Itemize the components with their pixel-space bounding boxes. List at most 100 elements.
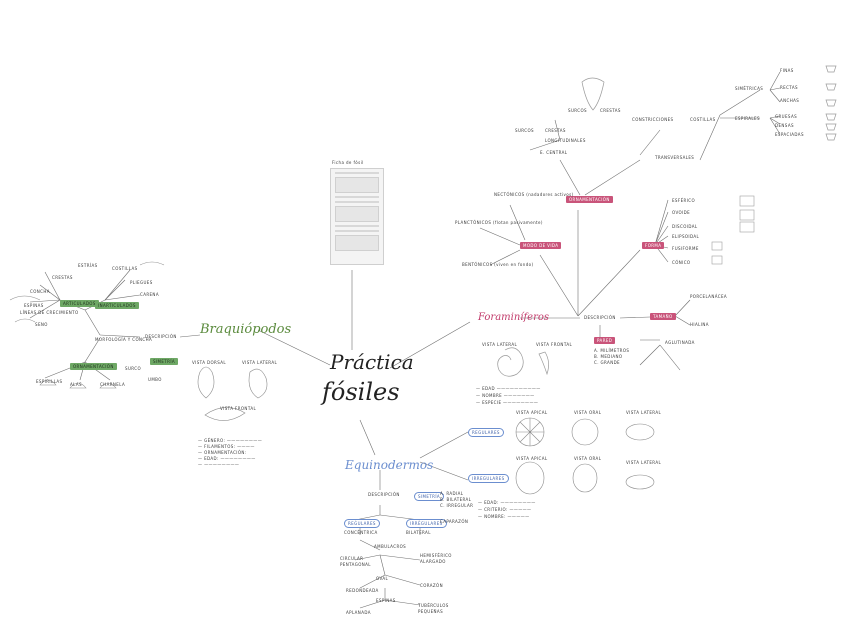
- foram-costilla-item: ANCHAS: [780, 98, 800, 103]
- braq-tag-ornamentacion: ORNAMENTACIÓN: [70, 363, 117, 370]
- sheet-caption-top: Ficha de fósil: [332, 160, 364, 165]
- equi-vista: VISTA ORAL: [574, 456, 602, 461]
- braq-bottom-label: ALAS: [70, 382, 82, 387]
- equi-tree-item: IRREGULARES: [406, 519, 447, 528]
- branch-foraminiferos: Foraminíferos: [478, 312, 550, 323]
- foram-tag-pared: PARED: [594, 337, 616, 344]
- equi-note: — EDAD: ————————: [478, 500, 536, 505]
- braq-label: CONCHA: [30, 289, 50, 294]
- foram-costilla-item: GRUESAS: [775, 114, 798, 119]
- foram-tag-ornamentacion: ORNAMENTACIÓN: [566, 196, 613, 203]
- equi-sim-item: A. RADIAL: [440, 491, 464, 496]
- foram-tamano-item: A. MILÍMETROS: [594, 348, 630, 353]
- foram-spiral-drawing: [497, 347, 524, 377]
- braq-tag-articulados: ARTICULADOS: [60, 300, 99, 307]
- foram-forma-item: FUSIFORME: [672, 246, 699, 251]
- foram-modo-item: NECTÓNICOS (nadadores activos): [494, 192, 574, 197]
- braq-label: ESTRÍAS: [78, 263, 98, 268]
- equi-tree-item: ESPINAS: [376, 598, 396, 603]
- equi-tree-item: CIRCULAR: [340, 556, 364, 561]
- braq-label: PLIEGUES: [130, 280, 153, 285]
- braq-lateral-drawing: [248, 368, 268, 399]
- foram-note: — ESPECIE ————————: [476, 400, 539, 405]
- equi-tree-item: OVAL: [376, 576, 389, 581]
- branch-braquiopodos: Braquiópodos: [200, 322, 292, 337]
- equi-tree-item: PENTAGONAL: [340, 562, 371, 567]
- equi-vista: VISTA LATERAL: [626, 460, 662, 465]
- braq-label: CARENA: [140, 292, 159, 297]
- braq-label: LÍNEAS DE CRECIMIENTO: [20, 310, 79, 315]
- foram-costilla-item: SIMÉTRICAS: [735, 86, 764, 91]
- foram-vista-lateral: VISTA LATERAL: [482, 342, 518, 347]
- center-title-line1: Práctica: [330, 350, 414, 374]
- equi-irregular-lateral-drawing: [625, 474, 655, 490]
- braq-tag-inarticulados: INARTICULADOS: [95, 302, 139, 309]
- foram-forma-item: DISCOIDAL: [672, 224, 698, 229]
- equi-vista: VISTA ORAL: [574, 410, 602, 415]
- braq-note: — ORNAMENTACIÓN:: [198, 450, 247, 455]
- equi-regular-oral-drawing: [571, 418, 599, 446]
- equi-tree-item: CAPARAZÓN: [440, 519, 469, 524]
- foram-costilla-item: FINAS: [780, 68, 794, 73]
- fossil-sheet-thumbnail[interactable]: [330, 168, 384, 265]
- link-center-equi: [359, 419, 376, 456]
- foram-tag-tamano: TAMAÑO: [650, 313, 676, 320]
- equi-note: — CRITERIO: —————: [478, 507, 532, 512]
- center-title-line2: fósiles: [322, 378, 400, 406]
- foram-modo-item: PLANCTÓNICOS (flotan pasivamente): [455, 220, 543, 225]
- foram-note: — EDAD ——————————: [476, 386, 541, 391]
- equi-tree-item: PEQUEÑAS: [418, 609, 444, 614]
- braq-vista-dorsal: VISTA DORSAL: [192, 360, 226, 365]
- foram-costilla-item: ESPIRALES: [735, 116, 760, 121]
- foram-tamano-item: C. GRANDE: [594, 360, 620, 365]
- equi-tag-regulares: REGULARES: [468, 428, 504, 437]
- foram-orn-item: SURCOS: [515, 128, 534, 133]
- foram-forma-item: ESFÉRICO: [672, 198, 695, 203]
- braq-label: ESPINAS: [24, 303, 44, 308]
- foram-forma-item: OVOIDE: [672, 210, 691, 215]
- braq-note: — FILAMENTOS: ————: [198, 444, 255, 449]
- equi-regular-lateral-drawing: [625, 423, 655, 441]
- braq-tag-simetria: SIMETRÍA: [150, 358, 179, 365]
- equi-tag-simetria: SIMETRÍA: [414, 492, 445, 501]
- braq-bottom-label: CHARNELA: [100, 382, 126, 387]
- equi-tree-item: REDONDEADA: [346, 588, 379, 593]
- foram-forma-item: CÓNICO: [672, 260, 691, 265]
- equi-sim-item: C. IRREGULAR: [440, 503, 474, 508]
- link-center-foram: [389, 321, 471, 369]
- foram-pared-item: PORCELANÁCEA: [690, 294, 728, 299]
- equi-tree-item: CONCÉNTRICA: [344, 530, 378, 535]
- foram-orn-item: TRANSVERSALES: [655, 155, 695, 160]
- braq-vista-lateral: VISTA LATERAL: [242, 360, 278, 365]
- foram-orn-item: SURCOS: [568, 108, 587, 113]
- equi-irregular-oral-drawing: [572, 463, 598, 493]
- foram-costilla-item: ESPACIADAS: [775, 132, 804, 137]
- foram-orn-item: CRESTAS: [545, 128, 566, 133]
- braq-vista-frontal: VISTA FRONTAL: [220, 406, 257, 411]
- foram-modo-item: BENTÓNICOS (viven en fondo): [462, 262, 534, 267]
- foram-chamber-drawing: [581, 77, 605, 111]
- braq-label: SURCO: [125, 366, 141, 371]
- equi-tag-irregulares: IRREGULARES: [468, 474, 509, 483]
- equi-tree-item: CORAZÓN: [420, 583, 443, 588]
- foram-orn-item: CONSTRICCIONES: [632, 117, 674, 122]
- braq-label: COSTILLAS: [112, 266, 138, 271]
- braq-descripcion: DESCRIPCIÓN: [145, 334, 177, 339]
- equi-descripcion: DESCRIPCIÓN: [368, 492, 400, 497]
- braq-frontal-drawing: [204, 407, 246, 421]
- foram-costilla-item: DENSAS: [775, 123, 794, 128]
- foram-orn-item: LONGITUDINALES: [545, 138, 586, 143]
- braq-dorsal-drawing: [197, 366, 215, 399]
- foram-orn-item: CRESTAS: [600, 108, 621, 113]
- braq-label: UMBO: [148, 377, 162, 382]
- foram-costilla-item: RECTAS: [780, 85, 798, 90]
- branch-equinodermos: Equinodermos: [345, 458, 434, 472]
- foram-orn-item: COSTILLAS: [690, 117, 716, 122]
- foram-note: — NOMBRE ———————: [476, 393, 535, 398]
- braq-note: — ————————: [198, 462, 240, 467]
- braq-label: SENO: [35, 322, 48, 327]
- equi-tree-item: ALARGADO: [420, 559, 446, 564]
- equi-tree-item: AMBULACROS: [374, 544, 407, 549]
- foram-vista-frontal: VISTA FRONTAL: [536, 342, 573, 347]
- link-center-braq: [257, 329, 331, 366]
